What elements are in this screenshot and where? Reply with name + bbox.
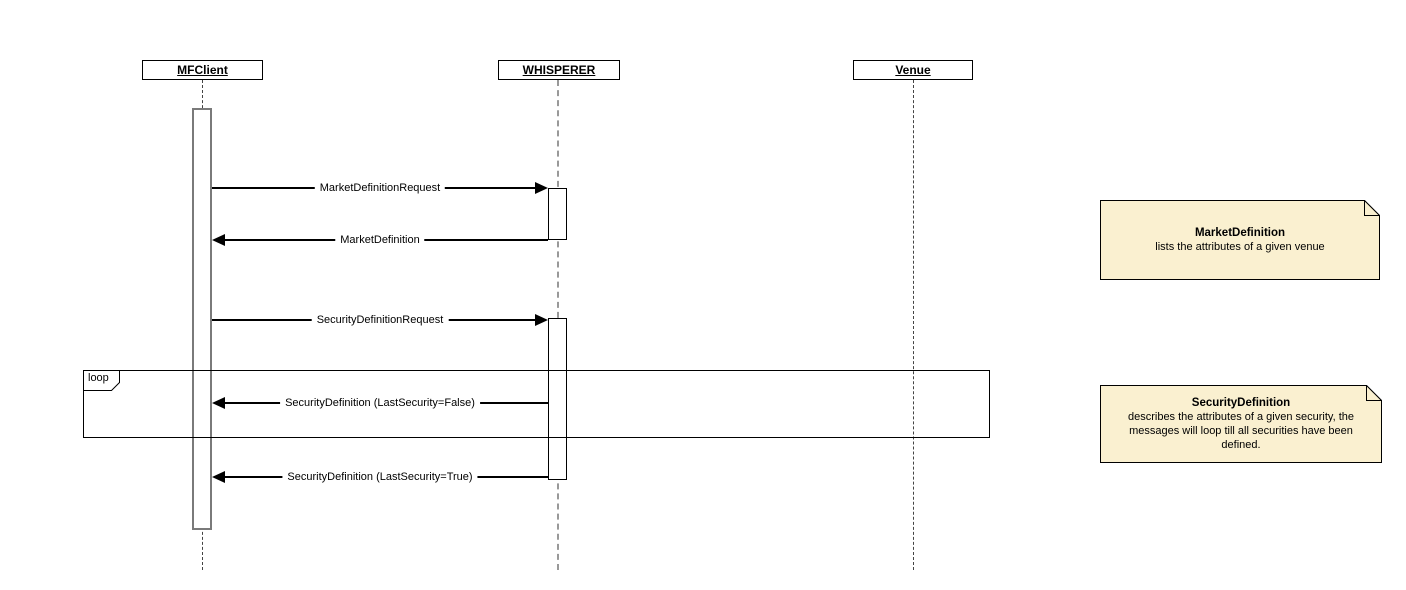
message-label: MarketDefinitionRequest: [314, 182, 446, 194]
arrowhead-right-icon: [535, 314, 548, 326]
note-title: MarketDefinition: [1194, 227, 1286, 239]
note-fold-icon: [1366, 385, 1382, 401]
fragment-pentagon-icon: [83, 370, 120, 391]
participant-mfclient-label: MFClient: [177, 63, 228, 77]
note-body: describes the attributes of a given secu…: [1127, 411, 1355, 451]
arrowhead-right-icon: [535, 182, 548, 194]
participant-venue: Venue: [853, 60, 973, 80]
activation-whisperer-1: [548, 188, 567, 240]
activation-mfclient: [192, 108, 212, 530]
fragment-operator-label: loop: [88, 372, 109, 384]
participant-whisperer-label: WHISPERER: [522, 63, 596, 77]
note-shape-icon: [1100, 200, 1380, 280]
note-shape-icon: [1100, 385, 1382, 463]
participant-mfclient: MFClient: [142, 60, 263, 80]
arrowhead-left-icon: [212, 234, 225, 246]
participant-whisperer: WHISPERER: [498, 60, 620, 80]
message-label: SecurityDefinition (LastSecurity=True): [282, 471, 478, 483]
note-body: lists the attributes of a given venue: [1155, 241, 1325, 253]
arrowhead-left-icon: [212, 397, 225, 409]
participant-venue-label: Venue: [895, 63, 931, 77]
note-title: SecurityDefinition: [1191, 397, 1291, 409]
note-market-definition: MarketDefinition lists the attributes of…: [1100, 200, 1380, 280]
arrowhead-left-icon: [212, 471, 225, 483]
note-security-definition: SecurityDefinition describes the attribu…: [1100, 385, 1382, 463]
note-fold-icon: [1364, 200, 1380, 216]
lifeline-venue: [913, 80, 914, 570]
message-label: SecurityDefinition (LastSecurity=False): [280, 397, 480, 409]
message-label: SecurityDefinitionRequest: [311, 314, 449, 326]
loop-fragment-pentagon: loop: [83, 370, 121, 391]
activation-whisperer-2: [548, 318, 567, 480]
message-label: MarketDefinition: [335, 234, 425, 246]
